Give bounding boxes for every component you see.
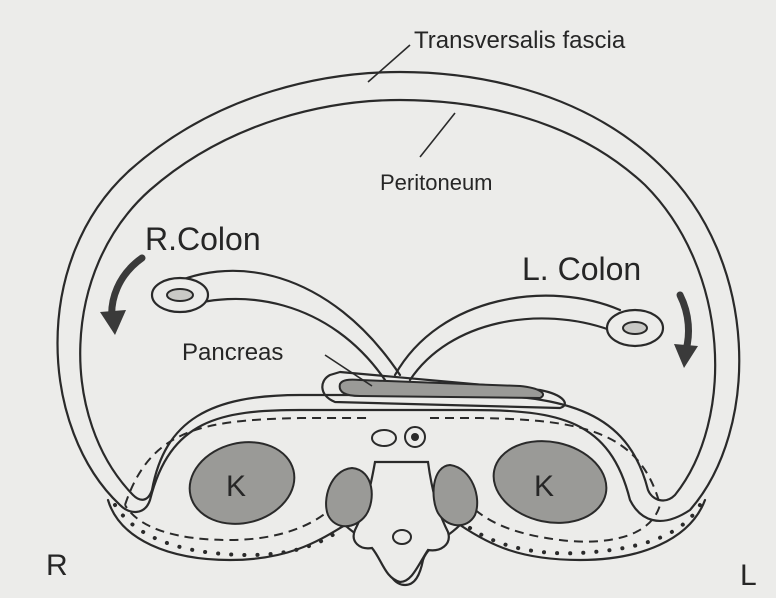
transversalis-fascia-label: Transversalis fascia	[414, 27, 626, 54]
left-psoas	[434, 465, 478, 525]
left-side-label: L	[740, 559, 757, 592]
vertebral-canal	[393, 530, 411, 544]
left-colon-lumen-inner	[623, 322, 647, 334]
pancreas-label: Pancreas	[182, 339, 283, 366]
vena-cava	[372, 430, 396, 446]
right-kidney-label: K	[226, 470, 246, 503]
r-colon-label: R.Colon	[145, 221, 261, 257]
right-side-label: R	[46, 549, 68, 582]
right-psoas	[326, 468, 372, 526]
right-colon-lumen-inner	[167, 289, 193, 301]
aorta-lumen	[411, 433, 419, 441]
left-kidney-label: K	[534, 470, 554, 503]
peritoneum-label: Peritoneum	[380, 170, 493, 195]
l-colon-label: L. Colon	[522, 251, 641, 287]
